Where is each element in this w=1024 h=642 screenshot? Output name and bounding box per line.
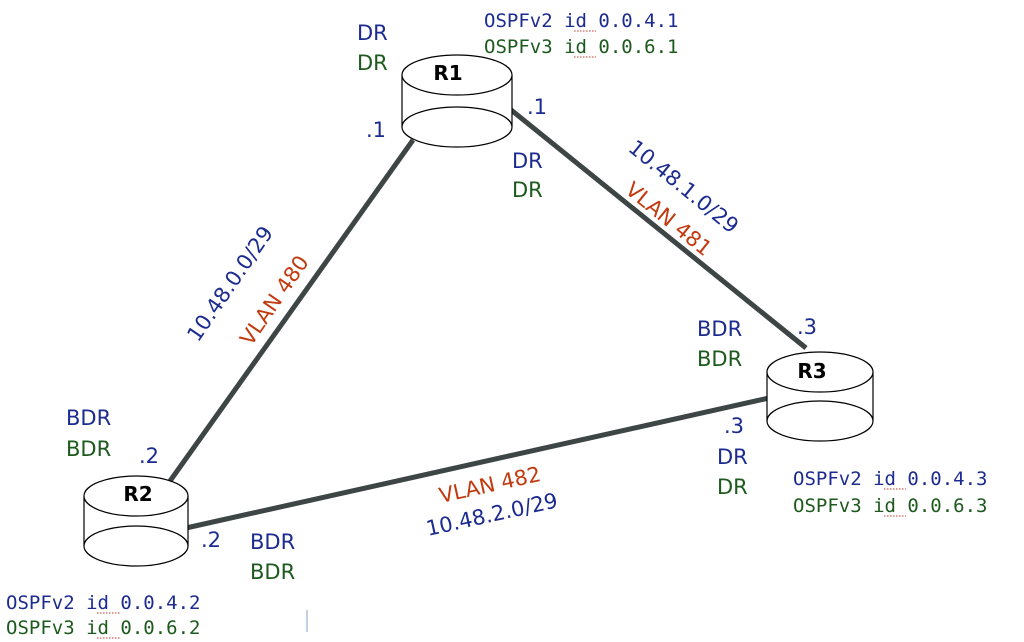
r2-ospfv2-id: OSPFv2 id 0.0.4.2: [6, 592, 200, 614]
router-r1-body: [401, 75, 513, 148]
r3-ospfv2-id: OSPFv2 id 0.0.4.3: [793, 468, 987, 490]
r3-ospfv3-id: OSPFv3 id 0.0.6.3: [793, 495, 987, 517]
r3-interface-left: .3: [724, 414, 744, 438]
link-r1-r2: [167, 138, 416, 483]
r2-role-ospfv3-right: BDR: [250, 560, 295, 584]
r1-ospfv2-id: OSPFv2 id 0.0.4.1: [484, 10, 678, 32]
r2-interface-top: .2: [139, 444, 159, 468]
r1-role-ospfv3-bottom: DR: [512, 178, 543, 202]
r2-interface-right: .2: [201, 528, 221, 552]
link-r2-r3: [185, 395, 770, 531]
router-r3-top: [766, 351, 874, 393]
router-r1[interactable]: R1: [401, 54, 513, 148]
r3-role-ospfv3-left: DR: [717, 475, 748, 499]
router-r1-top: [401, 54, 513, 96]
r1-interface-left: .1: [366, 118, 386, 142]
router-r2-label: R2: [123, 482, 152, 506]
r1-role-ospfv2-top: DR: [357, 21, 388, 45]
r1-role-ospfv2-bottom: DR: [512, 149, 543, 173]
r1-ospfv3-id: OSPFv3 id 0.0.6.1: [484, 36, 678, 58]
router-r1-label: R1: [433, 61, 462, 85]
r2-ospfv3-id: OSPFv3 id 0.0.6.2: [6, 617, 200, 639]
r1-interface-right: .1: [527, 95, 547, 119]
r3-role-ospfv2-top: BDR: [697, 317, 742, 341]
router-r2[interactable]: R2: [83, 475, 189, 567]
r2-role-ospfv2-right: BDR: [250, 530, 295, 554]
r3-interface-top: .3: [797, 315, 817, 339]
r2-role-ospfv2-top: BDR: [66, 406, 111, 430]
r2-role-ospfv3-top: BDR: [66, 437, 111, 461]
router-r3-label: R3: [797, 359, 826, 383]
router-r2-top: [83, 475, 189, 517]
r1-role-ospfv3-top: DR: [357, 51, 388, 75]
r3-role-ospfv3-top: BDR: [697, 347, 742, 371]
r3-role-ospfv2-left: DR: [717, 445, 748, 469]
link-r1-r3: [498, 99, 808, 350]
router-r3[interactable]: R3: [766, 351, 874, 442]
